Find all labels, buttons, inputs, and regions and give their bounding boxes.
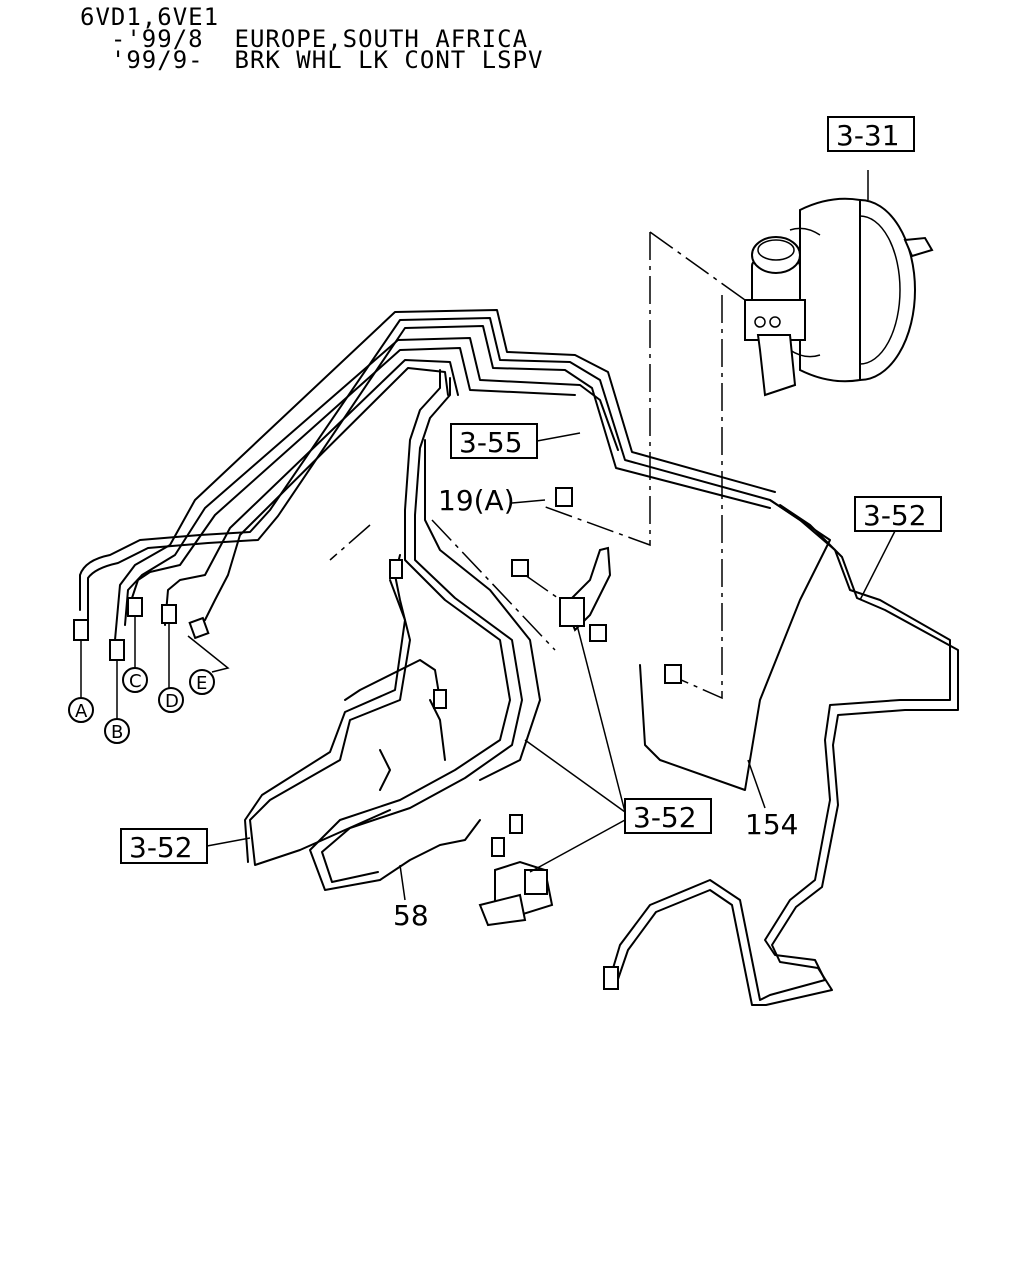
connector-c-circle: [122, 667, 148, 693]
connector-e-label: E: [196, 673, 207, 694]
lower-valve-block: [478, 860, 554, 927]
ref-3-52-right[interactable]: 3-52: [854, 496, 942, 601]
connector-b-label: B: [111, 722, 123, 743]
main-pipe-bundle: [79, 309, 831, 791]
connector-markers: A B C D E: [68, 616, 230, 744]
ref-3-31-label: 3-31: [836, 119, 900, 152]
ref-3-52-center[interactable]: 3-52: [524, 624, 712, 873]
header-line-2: -'99/8 EUROPE,SOUTH AFRICA: [80, 25, 529, 53]
ref-3-52-center-label: 3-52: [633, 801, 697, 834]
part-19a-label: 19(A): [438, 484, 515, 517]
part-154-label: 154: [745, 808, 798, 841]
connector-d-label: D: [165, 691, 179, 712]
brake-booster-assembly: [744, 170, 934, 397]
part-58[interactable]: 58: [393, 864, 429, 932]
connector-e-circle: [189, 669, 215, 695]
connector-d-circle: [158, 687, 184, 713]
dashed-leaders: [329, 231, 746, 700]
ref-3-55-label: 3-55: [459, 426, 523, 459]
connector-b-circle: [104, 718, 130, 744]
part-154[interactable]: 154: [745, 759, 798, 841]
connector-c-label: C: [129, 671, 142, 692]
part-58-label: 58: [393, 899, 429, 932]
ref-3-31[interactable]: 3-31: [827, 116, 915, 152]
part-19a[interactable]: 19(A): [438, 484, 546, 517]
ref-3-52-left-label: 3-52: [129, 831, 193, 864]
ref-3-52-right-label: 3-52: [863, 499, 927, 532]
header-line-1: 6VD1,6VE1: [80, 3, 220, 31]
connector-a-label: A: [75, 701, 88, 722]
connector-a-circle: [68, 697, 94, 723]
fittings: [73, 487, 682, 857]
rear-pipe: [603, 499, 959, 1006]
ref-3-52-left[interactable]: 3-52: [120, 828, 251, 864]
lspv-valve: [559, 546, 612, 632]
ref-3-55[interactable]: 3-55: [450, 423, 581, 459]
center-pipes: [244, 369, 541, 891]
header-line-3: '99/9- BRK WHL LK CONT LSPV: [80, 46, 544, 74]
